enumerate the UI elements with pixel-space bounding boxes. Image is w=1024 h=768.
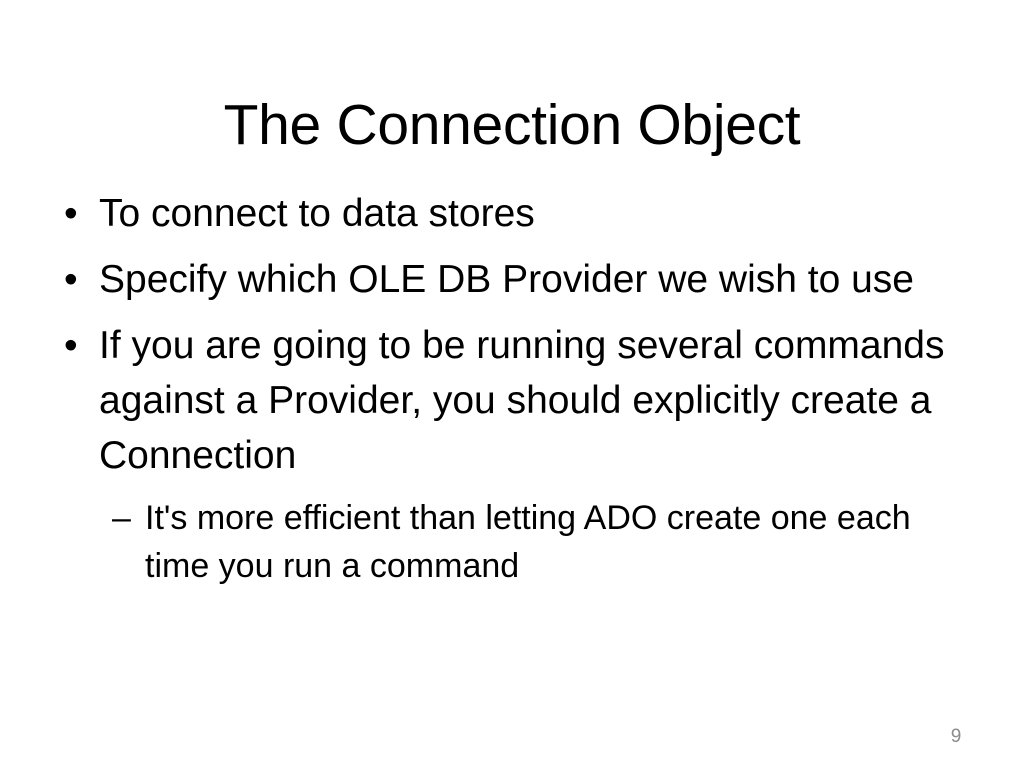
sub-list-item: – It's more efficient than letting ADO c…	[60, 494, 972, 590]
list-item: • To connect to data stores	[60, 186, 972, 241]
list-item: • Specify which OLE DB Provider we wish …	[60, 252, 972, 307]
bullet-marker-icon: •	[64, 192, 78, 235]
bullet-marker-icon: •	[64, 324, 78, 367]
slide-number: 9	[950, 726, 962, 747]
bullet-list: • To connect to data stores • Specify wh…	[60, 186, 972, 590]
list-item-text: If you are going to be running several c…	[99, 324, 945, 477]
list-item-text: To connect to data stores	[99, 192, 535, 235]
list-item: • If you are going to be running several…	[60, 318, 972, 483]
sub-list-item-text: It's more efficient than letting ADO cre…	[145, 499, 911, 585]
bullet-marker-icon: •	[64, 258, 78, 301]
page-title: The Connection Object	[223, 93, 801, 158]
list-item-text: Specify which OLE DB Provider we wish to…	[99, 258, 915, 301]
dash-marker-icon: –	[112, 499, 131, 537]
